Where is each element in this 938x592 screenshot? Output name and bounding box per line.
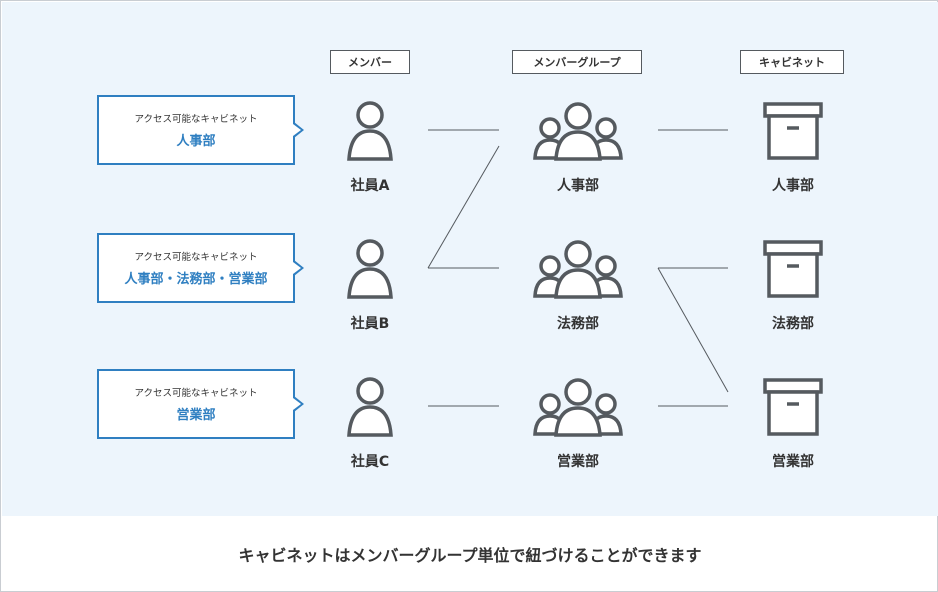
connector-lines <box>427 129 729 407</box>
cabinet-label: 営業部 <box>772 454 814 470</box>
member-label: 社員A <box>350 178 390 194</box>
diagram-panel: メンバー メンバーグループ キャビネット アクセス可能なキャビネット 人事部 ア… <box>2 2 938 516</box>
group-icon <box>533 378 623 437</box>
cabinet-box-icon <box>763 102 823 160</box>
footer-caption: キャビネットはメンバーグループ単位で紐づけることができます <box>238 546 702 565</box>
cabinet-label: 法務部 <box>772 316 814 332</box>
link-memberB-hr <box>427 145 500 269</box>
group-icon <box>533 240 623 299</box>
group-label: 人事部 <box>557 178 599 194</box>
cabinet-box-icon <box>763 378 823 436</box>
person-icon <box>347 101 393 161</box>
access-value: 営業部 <box>176 408 216 423</box>
member-label: 社員C <box>350 454 390 470</box>
access-bubble-member-c: アクセス可能なキャビネット 営業部 <box>97 369 304 439</box>
access-bubble-member-a: アクセス可能なキャビネット 人事部 <box>97 95 304 165</box>
link-group-legal-cabinet-sales <box>657 267 729 393</box>
group-label: 法務部 <box>557 316 599 332</box>
access-caption: アクセス可能なキャビネット <box>134 114 258 125</box>
cabinet-box-icon <box>763 240 823 298</box>
access-caption: アクセス可能なキャビネット <box>134 388 258 399</box>
access-value: 人事部 <box>176 134 216 149</box>
access-value: 人事部・法務部・営業部 <box>124 272 268 287</box>
member-label: 社員B <box>350 316 390 332</box>
person-icon <box>347 239 393 299</box>
header-cabinet: キャビネット <box>740 50 844 74</box>
access-caption: アクセス可能なキャビネット <box>134 252 258 263</box>
group-icon <box>533 102 623 161</box>
person-icon <box>347 377 393 437</box>
header-member: メンバー <box>330 50 410 74</box>
access-bubble-member-b: アクセス可能なキャビネット 人事部・法務部・営業部 <box>97 233 304 303</box>
cabinet-label: 人事部 <box>772 178 814 194</box>
group-label: 営業部 <box>557 454 599 470</box>
header-member-group: メンバーグループ <box>512 50 642 74</box>
